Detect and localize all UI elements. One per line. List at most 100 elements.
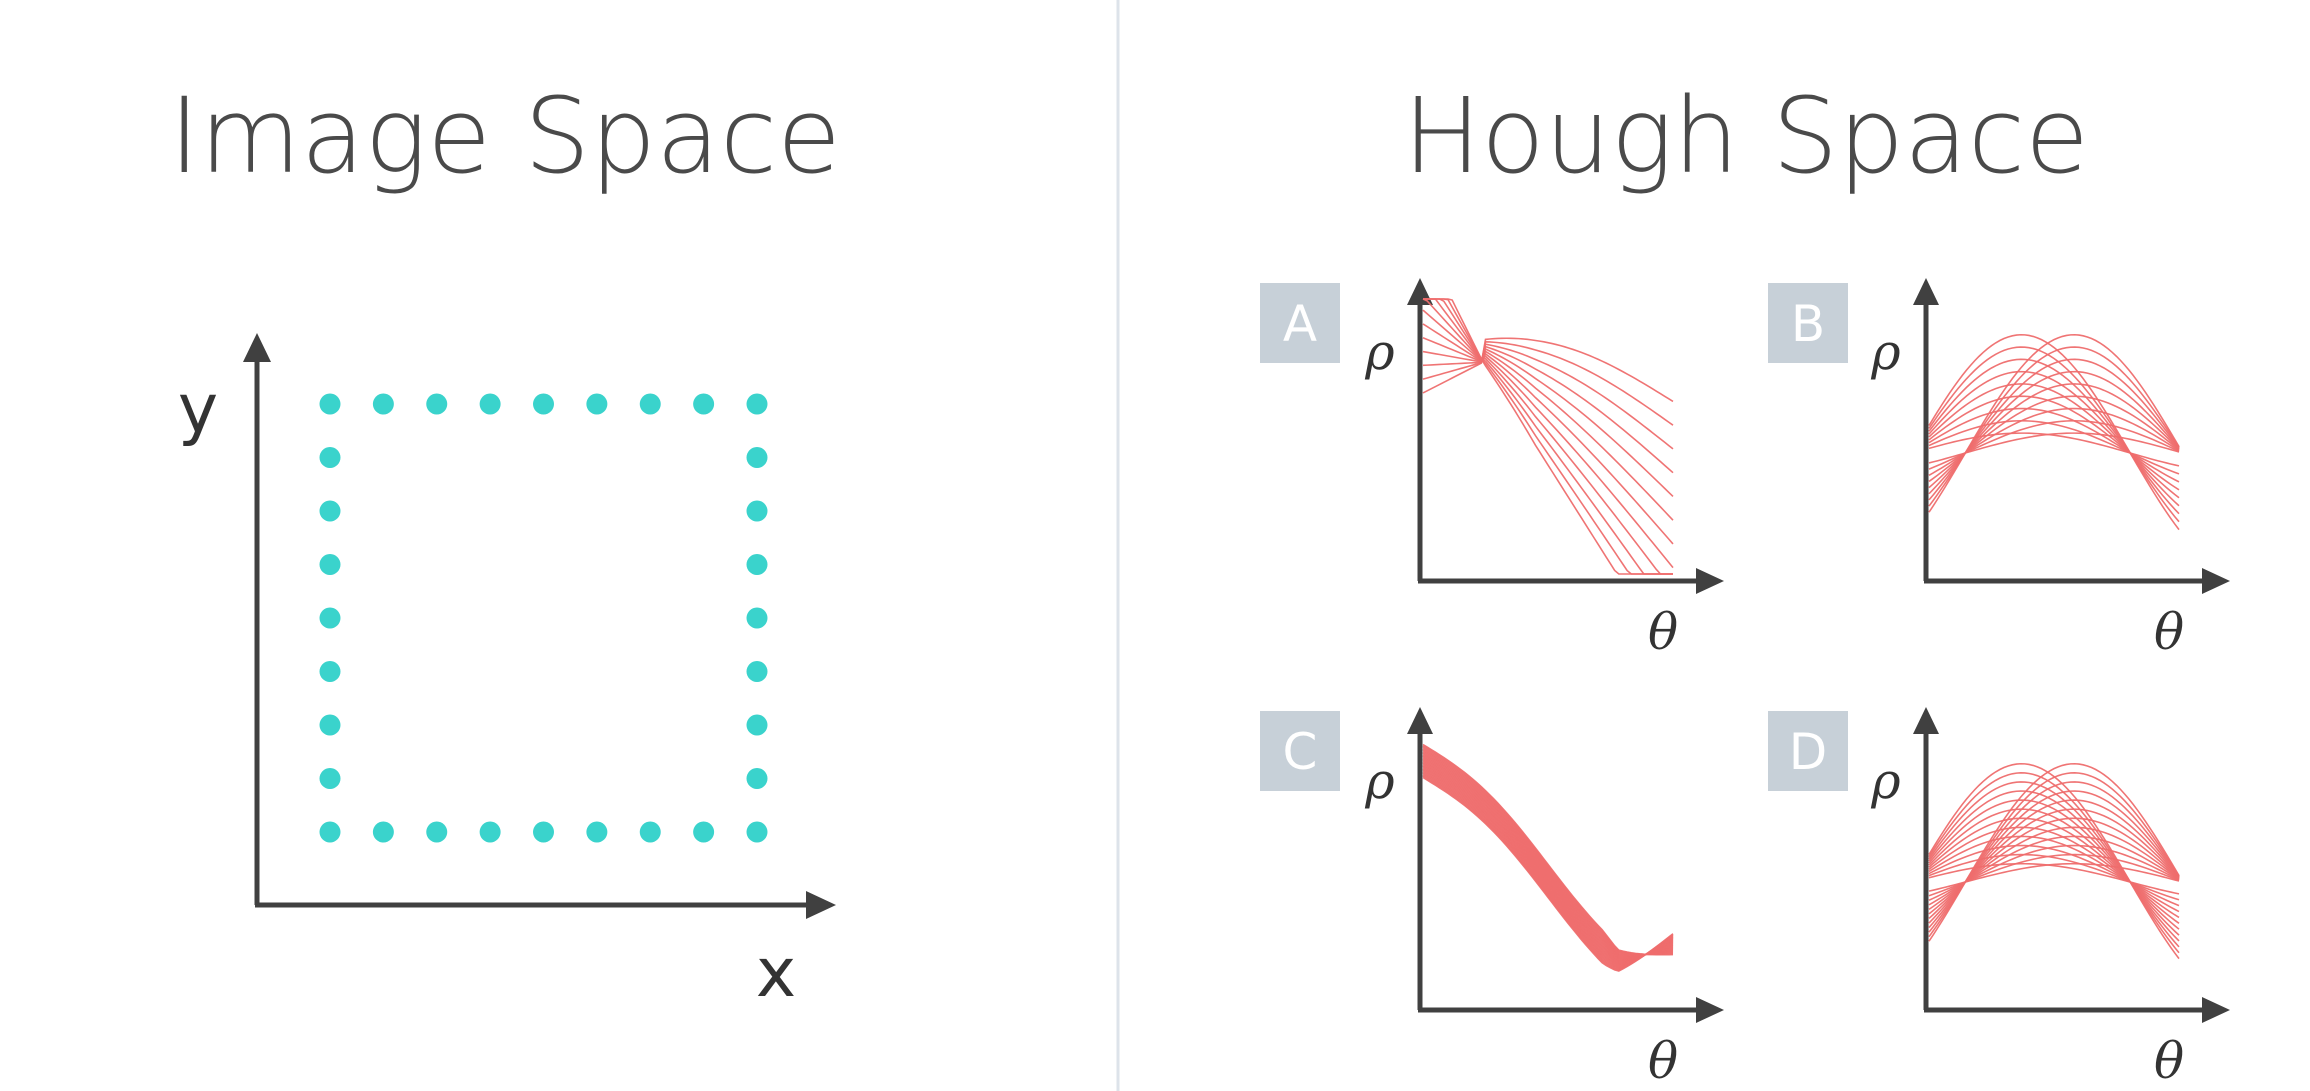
option-badge-label: D bbox=[1789, 723, 1828, 781]
theta-arrow bbox=[1696, 997, 1724, 1023]
image-point bbox=[319, 500, 341, 522]
square-points bbox=[319, 393, 768, 843]
theta-label: θ bbox=[2154, 603, 2184, 661]
option-badge-label: C bbox=[1283, 723, 1318, 781]
image-y-arrow bbox=[243, 333, 271, 362]
image-point bbox=[426, 821, 448, 843]
hough-curve bbox=[1929, 372, 2179, 494]
curve-group bbox=[1929, 335, 2179, 530]
hough-curve bbox=[1423, 338, 1673, 401]
hough-curve bbox=[1423, 778, 1673, 971]
image-point bbox=[693, 393, 715, 415]
option-badge-label: A bbox=[1283, 295, 1317, 353]
hough-curve bbox=[1929, 433, 2179, 463]
curve-group bbox=[1423, 745, 1673, 971]
hough-space-title: Hough Space bbox=[1403, 75, 2089, 197]
hough-curve bbox=[1929, 864, 2179, 894]
hough-curve bbox=[1929, 359, 2179, 513]
image-point bbox=[319, 607, 341, 629]
rho-arrow bbox=[1407, 707, 1433, 734]
option-badge[interactable] bbox=[1768, 283, 1848, 363]
rho-label: ρ bbox=[1364, 752, 1395, 810]
hough-curve bbox=[1423, 342, 1673, 425]
hough-curve bbox=[1929, 384, 2179, 498]
hough-curve bbox=[1929, 855, 2179, 900]
image-point bbox=[746, 500, 768, 522]
curve-group bbox=[1929, 764, 2179, 959]
option-badge-label: B bbox=[1791, 295, 1825, 353]
hough-curve bbox=[1929, 818, 2179, 914]
option-badge[interactable] bbox=[1768, 711, 1848, 791]
image-space-title: Image Space bbox=[169, 75, 841, 197]
theta-arrow bbox=[2202, 997, 2230, 1023]
image-point bbox=[372, 821, 394, 843]
image-point bbox=[746, 661, 768, 682]
theta-label: θ bbox=[1648, 1032, 1678, 1090]
rho-label: ρ bbox=[1870, 323, 1901, 381]
image-x-arrow bbox=[806, 891, 836, 919]
hough-curve bbox=[1929, 773, 2179, 937]
theta-arrow bbox=[2202, 568, 2230, 594]
hough-curve bbox=[1929, 396, 2179, 490]
hough-curve bbox=[1929, 773, 2179, 953]
rho-arrow bbox=[1407, 278, 1433, 305]
hough-curve bbox=[1423, 310, 1673, 544]
hough-curve bbox=[1929, 335, 2179, 512]
image-point bbox=[319, 821, 341, 843]
rho-arrow bbox=[1913, 707, 1939, 734]
hough-curve bbox=[1423, 299, 1673, 574]
hough-curve bbox=[1929, 855, 2179, 896]
hough-curve bbox=[1929, 764, 2179, 941]
image-point bbox=[693, 821, 715, 843]
image-point bbox=[319, 393, 341, 415]
image-space-panel: Image Space y x bbox=[169, 75, 841, 1013]
option-badge[interactable] bbox=[1260, 283, 1340, 363]
hough-curve bbox=[1929, 836, 2179, 904]
theta-label: θ bbox=[2154, 1032, 2184, 1090]
image-point bbox=[533, 393, 554, 415]
hough-curve bbox=[1423, 299, 1673, 574]
theta-arrow bbox=[1696, 568, 1724, 594]
image-point bbox=[479, 821, 501, 843]
image-point bbox=[533, 821, 554, 843]
image-point bbox=[319, 714, 341, 736]
image-point bbox=[319, 661, 341, 682]
image-point bbox=[746, 554, 768, 575]
image-point bbox=[746, 768, 768, 789]
hough-curve bbox=[1929, 372, 2179, 506]
image-point bbox=[319, 768, 341, 789]
hough-curve bbox=[1929, 433, 2179, 466]
rho-label: ρ bbox=[1364, 323, 1395, 381]
hough-curve bbox=[1423, 344, 1673, 449]
hough-curve bbox=[1423, 338, 1673, 497]
image-point bbox=[372, 393, 394, 415]
hough-curve bbox=[1423, 299, 1673, 568]
hough-curve bbox=[1929, 791, 2179, 941]
image-y-label: y bbox=[178, 370, 218, 449]
hough-curve bbox=[1929, 409, 2179, 482]
rho-label: ρ bbox=[1870, 752, 1901, 810]
image-point bbox=[639, 821, 661, 843]
image-point bbox=[746, 821, 768, 843]
image-point bbox=[319, 554, 341, 575]
curve-group bbox=[1423, 299, 1673, 574]
image-point bbox=[586, 821, 608, 843]
image-x-label: x bbox=[756, 934, 796, 1013]
image-point bbox=[319, 447, 341, 468]
image-point bbox=[639, 393, 661, 415]
hough-curve bbox=[1423, 299, 1673, 574]
rho-arrow bbox=[1913, 278, 1939, 305]
theta-label: θ bbox=[1648, 603, 1678, 661]
hough-curve bbox=[1423, 299, 1673, 574]
option-badge[interactable] bbox=[1260, 711, 1340, 791]
image-point bbox=[746, 393, 768, 415]
hough-curve bbox=[1423, 324, 1673, 520]
image-point bbox=[479, 393, 501, 415]
image-point bbox=[586, 393, 608, 415]
hough-curve bbox=[1929, 827, 2179, 917]
image-point bbox=[746, 714, 768, 736]
